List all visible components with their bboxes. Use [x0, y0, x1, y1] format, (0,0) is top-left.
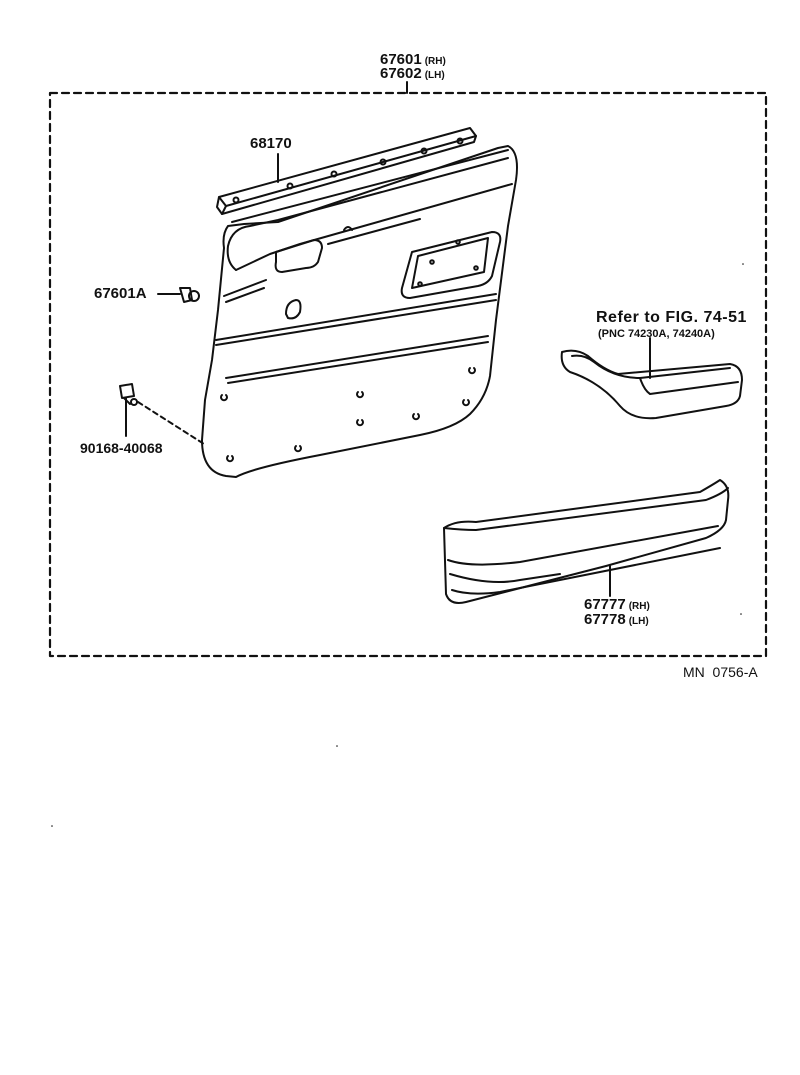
- reference-text: Refer to FIG. 74-51: [596, 309, 747, 326]
- part-number: 67601A: [94, 285, 147, 302]
- figure-code: MN 0756-A: [683, 664, 758, 680]
- side-suffix: (RH): [424, 56, 446, 67]
- part-number: 68170: [250, 135, 292, 152]
- assembly-frame: [48, 91, 768, 658]
- part-number: 90168-40068: [80, 440, 163, 456]
- callout-door-trim-panel-rh: 67601(RH): [380, 52, 446, 70]
- armrest-part: [560, 349, 743, 420]
- callout-door-trim-panel-lh: 67602(LH): [380, 66, 445, 84]
- callout-weatherstrip: 68170: [250, 136, 292, 152]
- door-pocket-part: [443, 479, 730, 604]
- door-trim-panel-part: [201, 145, 518, 478]
- screw-part: [119, 383, 205, 445]
- side-suffix: (RH): [628, 601, 650, 612]
- pnc-text: (PNC 74230A, 74240A): [598, 328, 715, 340]
- callout-door-pocket-rh: 67777(RH): [584, 597, 650, 615]
- part-number: 67777: [584, 596, 626, 613]
- callout-clip: 67601A: [94, 286, 147, 302]
- part-number: 67601: [380, 51, 422, 68]
- callout-armrest-reference: Refer to FIG. 74-51: [596, 310, 747, 326]
- part-number: 67778: [584, 611, 626, 628]
- part-number: 67602: [380, 65, 422, 82]
- callout-door-pocket-lh: 67778(LH): [584, 612, 649, 630]
- weatherstrip-part: [216, 127, 477, 215]
- callout-armrest-pnc: (PNC 74230A, 74240A): [598, 326, 715, 342]
- side-suffix: (LH): [424, 70, 445, 81]
- clip-part: [157, 287, 200, 303]
- side-suffix: (LH): [628, 616, 649, 627]
- callout-screw: 90168-40068: [80, 440, 163, 456]
